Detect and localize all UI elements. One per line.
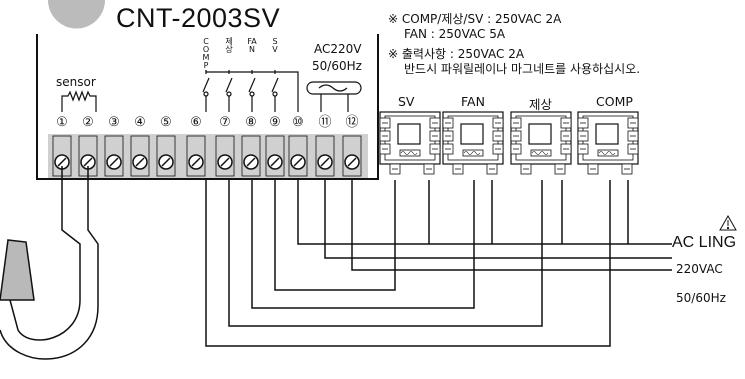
relay-label: 제상 bbox=[529, 97, 553, 112]
screw-terminal-icon bbox=[54, 154, 70, 170]
relay-unit bbox=[379, 111, 441, 175]
terminal-number: ⑨ bbox=[269, 114, 281, 129]
screw-terminal-icon bbox=[158, 154, 174, 170]
terminal-number: ⑥ bbox=[190, 114, 202, 129]
output-label-fan: FAN bbox=[247, 37, 257, 54]
relay-unit bbox=[442, 111, 504, 175]
terminal-number: ① bbox=[56, 114, 68, 129]
controller-body bbox=[36, 34, 379, 180]
ac-line-frequency: 50/60Hz bbox=[676, 291, 726, 305]
output-label-defrost: 제상 bbox=[225, 37, 233, 54]
relay-label: FAN bbox=[461, 94, 485, 109]
terminal-number: ⑪ bbox=[318, 114, 332, 129]
screw-terminal-icon bbox=[344, 154, 360, 170]
terminal-number: ⑫ bbox=[345, 114, 359, 129]
note-line-4: 반드시 파워릴레이나 마그네트를 사용하십시오. bbox=[404, 62, 641, 76]
model-title: CNT-2003SV bbox=[116, 3, 281, 33]
screw-terminal-icon bbox=[267, 154, 283, 170]
relay-unit bbox=[577, 111, 639, 175]
sine-wave-icon bbox=[306, 81, 362, 112]
relay-label: COMP bbox=[596, 94, 633, 109]
corner-disc bbox=[48, 0, 105, 29]
note-line-2: FAN : 250VAC 5A bbox=[404, 27, 506, 41]
terminal-number: ⑤ bbox=[160, 114, 172, 129]
terminal-strip bbox=[48, 134, 368, 178]
terminal-number: ④ bbox=[134, 114, 146, 129]
ac-line-voltage: 220VAC bbox=[676, 262, 723, 276]
screw-terminal-icon bbox=[132, 154, 148, 170]
terminal-number: ⑧ bbox=[245, 114, 257, 129]
power-label-voltage: AC220V bbox=[314, 42, 362, 56]
output-wiring bbox=[205, 178, 672, 347]
terminal-number: ② bbox=[82, 114, 94, 129]
output-contacts bbox=[202, 70, 299, 112]
screw-terminal-icon bbox=[188, 154, 204, 170]
screw-terminal-icon bbox=[217, 154, 233, 170]
power-label-frequency: 50/60Hz bbox=[312, 59, 362, 73]
terminal-number: ⑩ bbox=[292, 114, 304, 129]
sensor-cable bbox=[0, 166, 99, 360]
relay-label: SV bbox=[398, 94, 415, 109]
screw-terminal-icon bbox=[317, 154, 333, 170]
screw-terminal-icon bbox=[52, 135, 362, 177]
screw-terminal-icon bbox=[106, 154, 122, 170]
terminal-number: ⑦ bbox=[219, 114, 231, 129]
output-label-sv: SV bbox=[272, 37, 278, 54]
terminal-number: ③ bbox=[108, 114, 120, 129]
note-line-3: ※ 출력사항 : 250VAC 2A bbox=[388, 47, 525, 61]
relay-unit bbox=[510, 111, 572, 175]
screw-terminal-icon bbox=[290, 154, 306, 170]
ac-line-label: AC LING bbox=[672, 234, 737, 251]
note-line-1: ※ COMP/제상/SV : 250VAC 2A bbox=[388, 12, 562, 26]
resistor-icon bbox=[61, 90, 97, 112]
sensor-label: sensor bbox=[56, 75, 96, 89]
screw-terminal-icon bbox=[243, 154, 259, 170]
output-label-comp: COMP bbox=[202, 37, 210, 70]
warning-icon bbox=[719, 214, 737, 231]
